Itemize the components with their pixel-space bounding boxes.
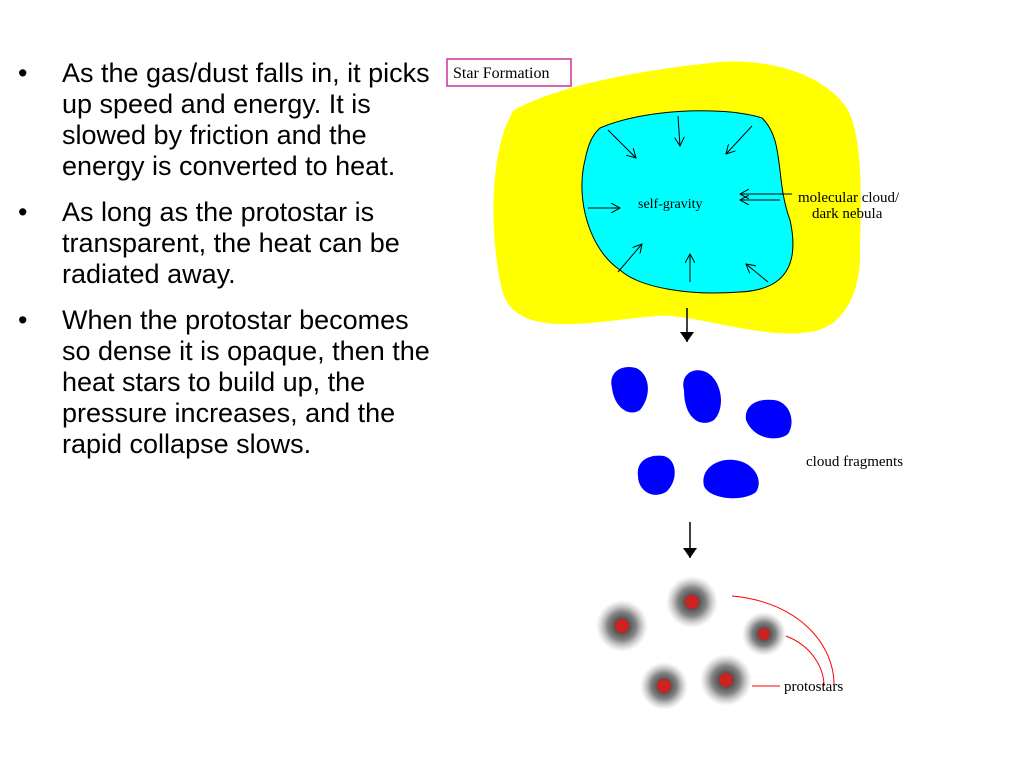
protostar-connectors bbox=[731, 595, 835, 687]
cloud-label-line1: molecular cloud/ bbox=[798, 190, 900, 206]
bullet-text: As long as the protostar is transparent,… bbox=[62, 197, 400, 289]
protostars bbox=[596, 576, 786, 710]
bullet-text: When the protostar becomes so dense it i… bbox=[62, 305, 430, 459]
diagram-title-box bbox=[446, 58, 572, 87]
protostar bbox=[742, 612, 786, 656]
protostar bbox=[640, 662, 688, 710]
self-gravity-arrows bbox=[588, 115, 780, 283]
cloud-fragment bbox=[745, 399, 792, 439]
bullet-list: • As the gas/dust falls in, it picks up … bbox=[18, 58, 438, 475]
protostar bbox=[700, 654, 752, 706]
protostars-label: protostars bbox=[784, 679, 843, 695]
cloud-label-line2: dark nebula bbox=[812, 206, 883, 222]
cloud-fragment bbox=[611, 366, 648, 413]
fragments-label: cloud fragments bbox=[806, 454, 903, 470]
cloud-fragments bbox=[611, 366, 792, 499]
cloud-fragment bbox=[703, 459, 759, 499]
bullet-marker: • bbox=[18, 305, 28, 335]
protostar bbox=[666, 576, 718, 628]
bullet-text: As the gas/dust falls in, it picks up sp… bbox=[62, 58, 430, 181]
cloud-fragment bbox=[683, 370, 721, 423]
bullet-item: • As the gas/dust falls in, it picks up … bbox=[18, 58, 438, 182]
bullet-marker: • bbox=[18, 197, 28, 227]
star-formation-diagram: Star Formation self-gravity molecular cl… bbox=[446, 58, 903, 710]
protostar bbox=[596, 600, 648, 652]
bullet-item: • As long as the protostar is transparen… bbox=[18, 197, 438, 290]
self-gravity-label: self-gravity bbox=[638, 197, 703, 212]
bullet-item: • When the protostar becomes so dense it… bbox=[18, 305, 438, 460]
bullet-marker: • bbox=[18, 58, 28, 88]
diagram-title: Star Formation bbox=[453, 65, 549, 82]
cloud-fragment bbox=[637, 455, 675, 495]
